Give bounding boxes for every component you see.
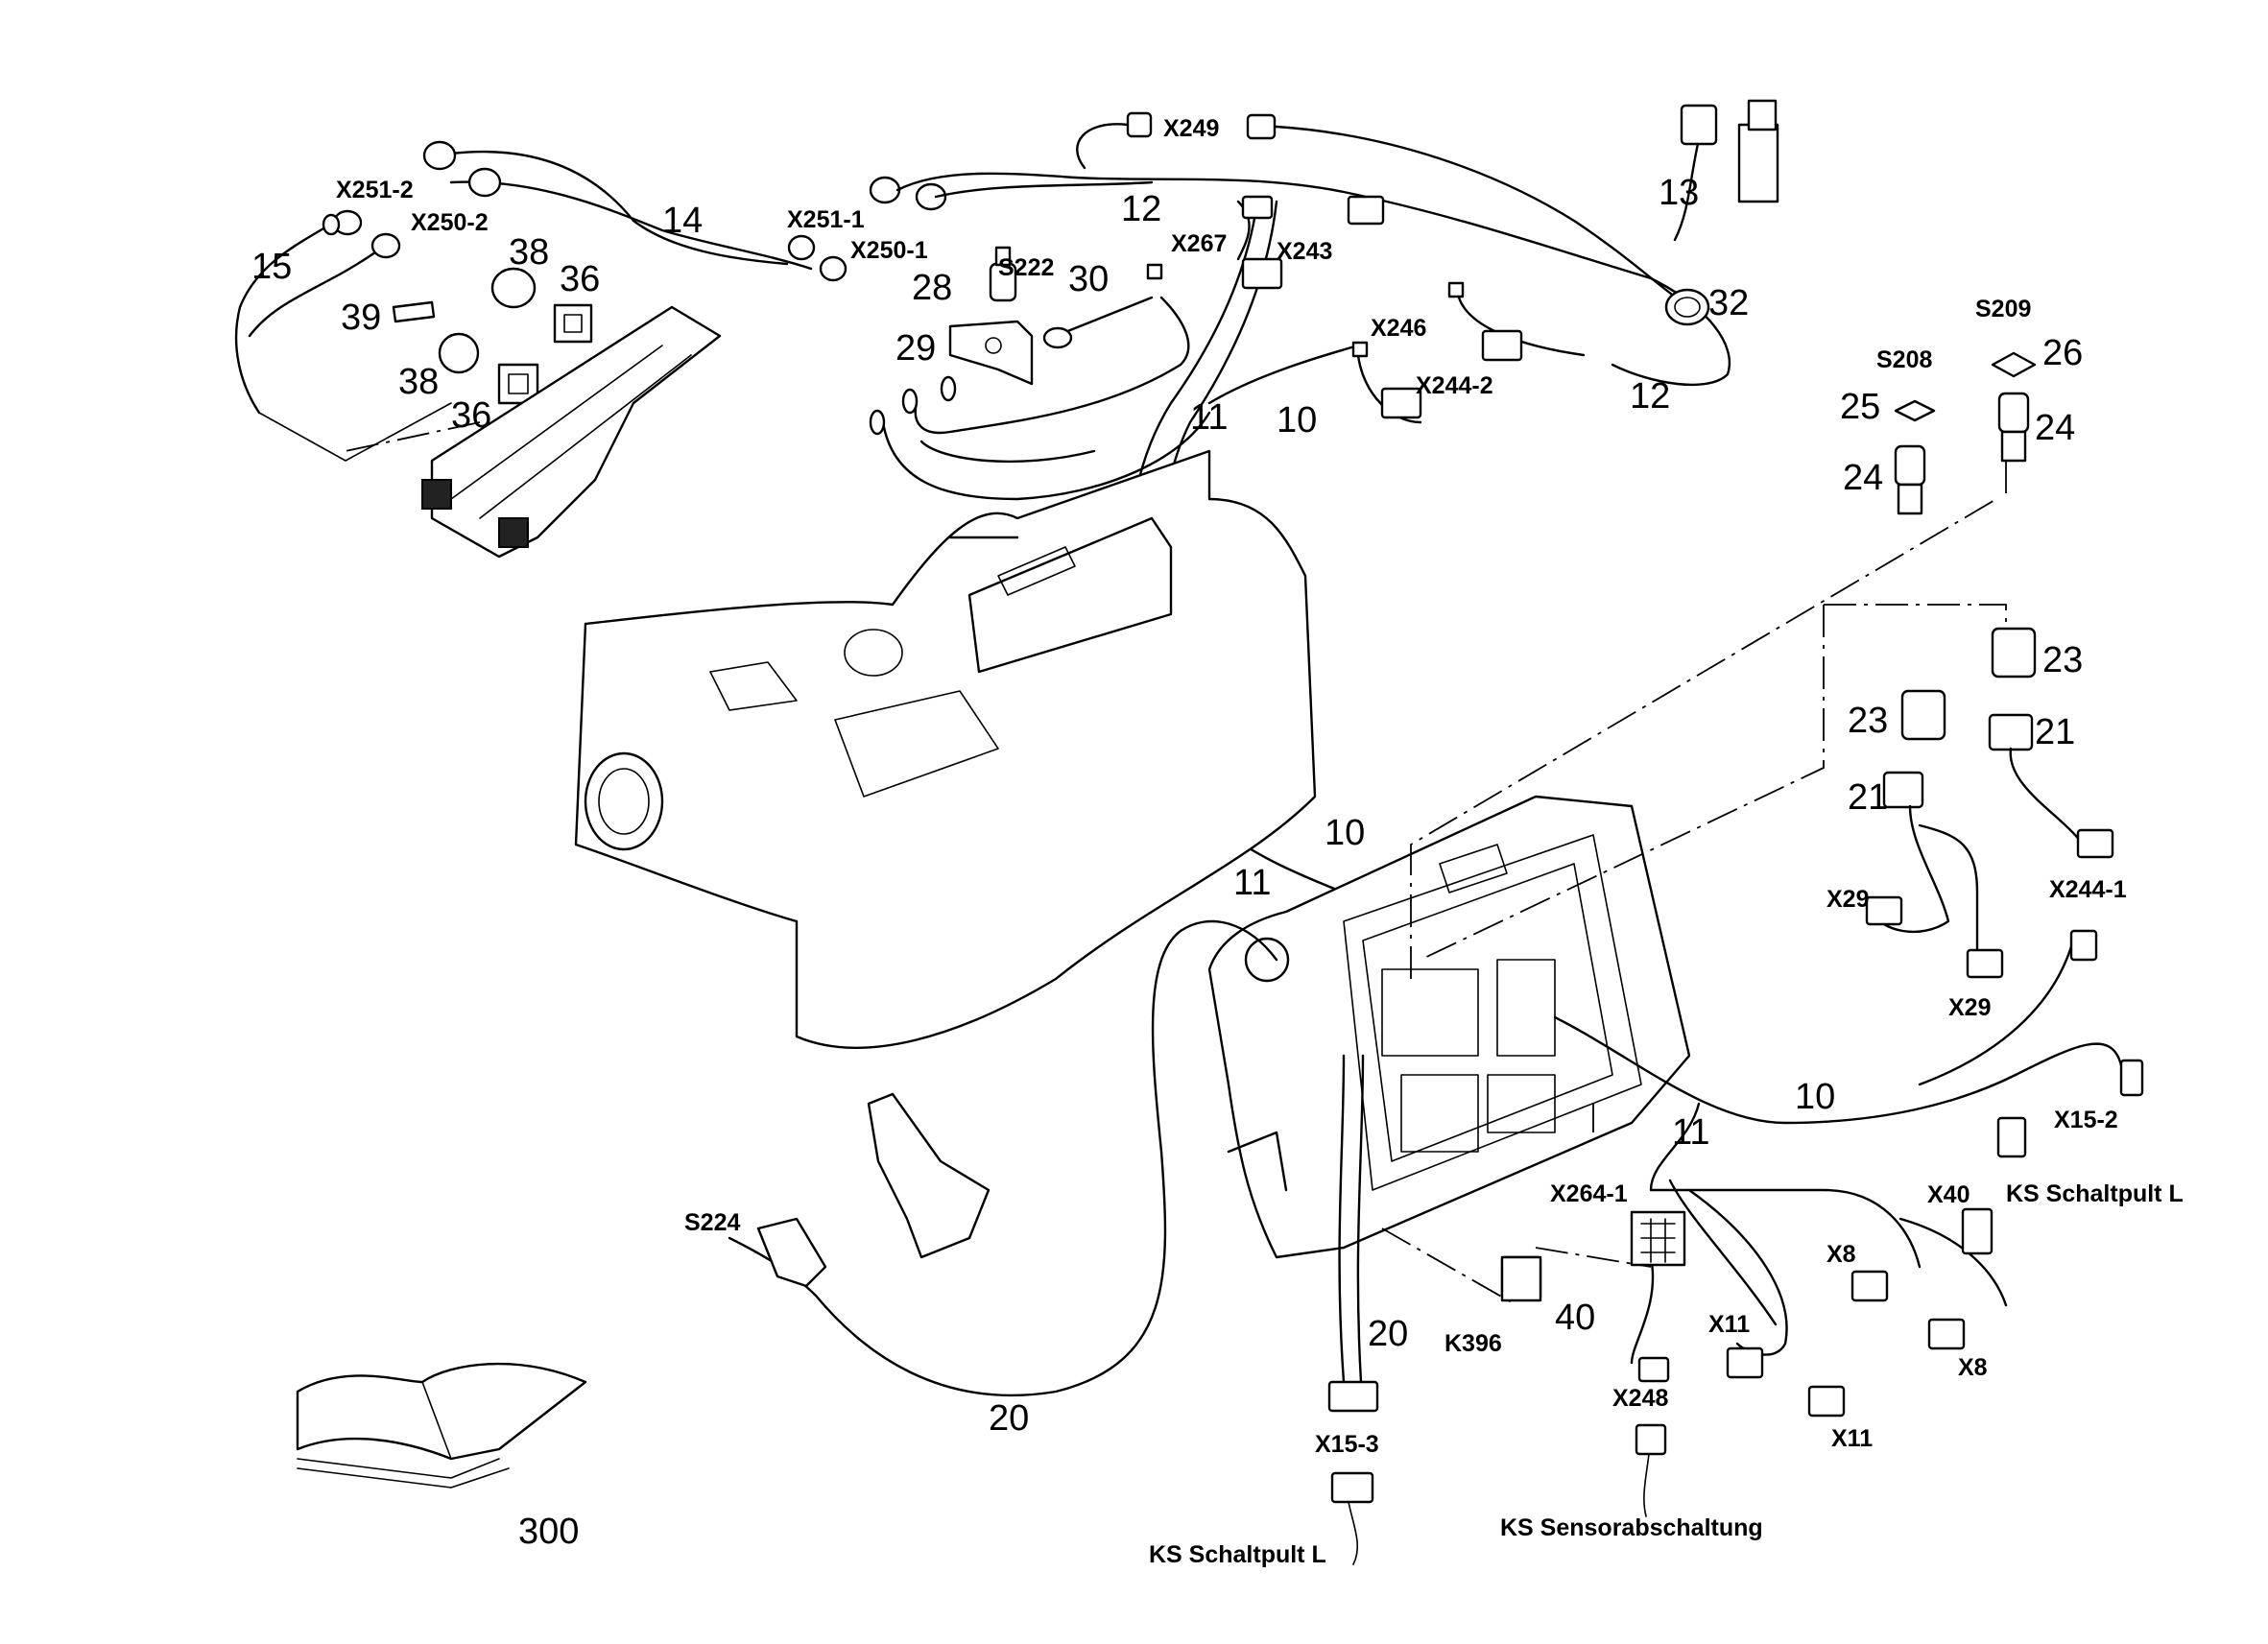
harness-s222-loop (869, 296, 1211, 501)
callout-26: 26 (2042, 333, 2083, 373)
label-ks-sensorabschaltung: KS Sensorabschaltung (1500, 1514, 1763, 1541)
harness-20 (728, 919, 1379, 1565)
label-x267: X267 (1171, 230, 1227, 257)
callout-10-a: 10 (1325, 813, 1365, 853)
callout-300: 300 (518, 1512, 579, 1552)
callout-10-c: 10 (1795, 1077, 1835, 1117)
part-13-cable (1673, 99, 1779, 242)
relay-k396 (1500, 1255, 1542, 1302)
label-s209: S209 (1975, 296, 2031, 322)
callout-38-a: 38 (509, 232, 549, 273)
callout-23-a: 23 (2042, 640, 2083, 680)
callout-38-b: 38 (398, 362, 439, 402)
label-x243: X243 (1277, 238, 1332, 265)
label-x11-a: X11 (1708, 1311, 1750, 1338)
manual-300 (296, 1362, 587, 1489)
connector-x250-2 (370, 232, 401, 259)
harness-10-upper (1207, 281, 1586, 424)
callout-11-a: 11 (1190, 397, 1228, 438)
callout-20-a: 20 (1368, 1314, 1408, 1354)
switches-right (1882, 351, 2037, 809)
electronics-housing (1207, 795, 1691, 1259)
callout-24-b: 24 (1843, 458, 1883, 498)
callout-21-b: 21 (1848, 777, 1888, 818)
leader-lines (345, 421, 2007, 1306)
label-x249: X249 (1163, 115, 1219, 142)
part-32-clamp (1664, 288, 1710, 326)
console-body (574, 449, 1317, 1049)
part-28-switch (989, 246, 1017, 302)
label-ks-schaltpult-bottom: KS Schaltpult L (1149, 1541, 1326, 1568)
text-labels: KS Schaltpult L KS Schaltpult L KS Senso… (1149, 1180, 2184, 1568)
label-x11-b: X11 (1831, 1425, 1873, 1452)
callout-21-a: 21 (2035, 712, 2075, 752)
label-x244-1: X244-1 (2049, 876, 2127, 903)
label-x250-2: X250-2 (411, 209, 489, 236)
callout-13: 13 (1659, 173, 1699, 213)
callout-20-b: 20 (989, 1398, 1029, 1439)
label-s208: S208 (1876, 346, 1932, 373)
label-x251-1: X251-1 (787, 206, 865, 233)
callout-39: 39 (341, 298, 381, 338)
label-s222: S222 (998, 254, 1054, 281)
connector-x251-1 (787, 176, 947, 261)
label-x246: X246 (1371, 315, 1426, 342)
label-x244-2: X244-2 (1416, 372, 1493, 399)
harness-12-top (895, 111, 1731, 387)
label-x248: X248 (1612, 1385, 1668, 1412)
callout-labels: 300 10 10 10 11 11 11 12 12 13 14 15 20 … (251, 173, 2083, 1552)
callout-10-b: 10 (1277, 400, 1317, 441)
callout-12-b: 12 (1630, 376, 1670, 417)
callout-30: 30 (1068, 259, 1109, 299)
callout-32: 32 (1708, 283, 1749, 323)
harness-15-14 (234, 150, 813, 462)
callout-40: 40 (1555, 1298, 1595, 1338)
label-k396: K396 (1444, 1330, 1502, 1357)
label-x15-2: X15-2 (2054, 1107, 2118, 1133)
callout-12-a: 12 (1121, 189, 1161, 229)
connector-x250-1 (819, 255, 848, 282)
connector-labels: X249 X251-2 X250-2 X251-1 X250-1 S222 X2… (336, 115, 2127, 1458)
label-x15-3: X15-3 (1315, 1431, 1379, 1458)
callout-29: 29 (895, 328, 936, 369)
circuit-board (1381, 959, 1556, 1153)
label-x250-1: X250-1 (850, 237, 928, 264)
part-30-sensor (1042, 263, 1163, 349)
callout-23-b: 23 (1848, 701, 1888, 741)
label-x8-b: X8 (1958, 1354, 1988, 1381)
label-ks-schaltpult-right: KS Schaltpult L (2006, 1180, 2184, 1207)
callout-15: 15 (251, 247, 292, 287)
connector-x251-2 (322, 140, 502, 236)
part-29-bracket (948, 320, 1034, 386)
label-x29-b: X29 (1948, 994, 1991, 1021)
callout-36-b: 36 (451, 395, 491, 436)
label-s224: S224 (684, 1209, 740, 1236)
lever-bracket (421, 305, 722, 559)
label-x29-a: X29 (1826, 886, 1869, 913)
callout-25: 25 (1840, 387, 1880, 427)
callout-11-b: 11 (1233, 863, 1271, 903)
label-x8-a: X8 (1826, 1241, 1856, 1268)
callout-36-a: 36 (560, 259, 600, 299)
label-x251-2: X251-2 (336, 177, 414, 203)
callout-24-a: 24 (2035, 408, 2075, 448)
label-x264-1: X264-1 (1550, 1180, 1628, 1207)
callout-28: 28 (912, 268, 952, 308)
harness-10-right (1553, 747, 2144, 1158)
label-x40: X40 (1927, 1181, 1970, 1208)
callout-14: 14 (662, 201, 703, 241)
callout-11-c: 11 (1672, 1112, 1709, 1153)
